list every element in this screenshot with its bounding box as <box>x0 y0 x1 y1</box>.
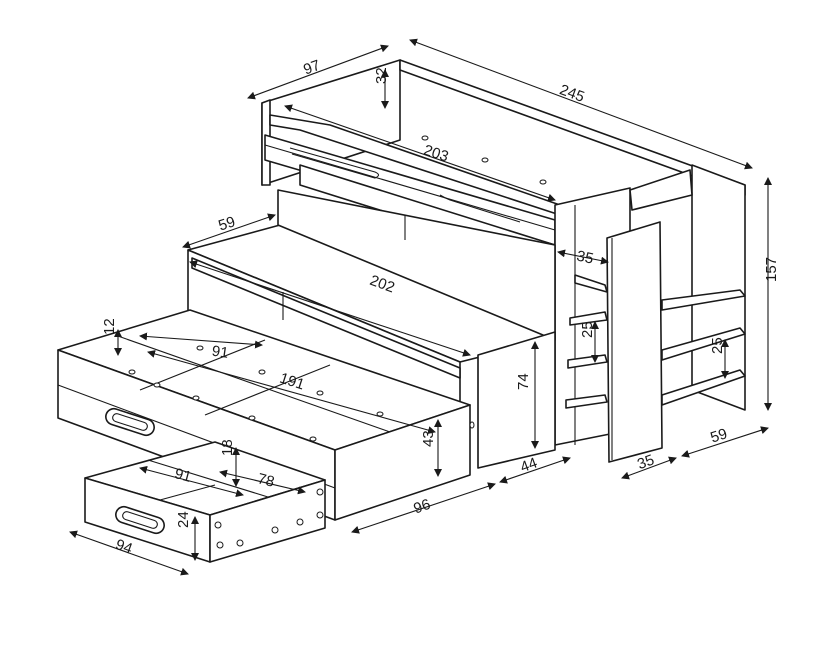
label-shelf-unit-depth: 59 <box>708 425 729 446</box>
label-column-width: 35 <box>575 247 595 267</box>
label-mid-depth: 59 <box>216 213 237 234</box>
label-shelf-spacing-left: 25 <box>579 321 596 338</box>
label-total-height: 157 <box>763 257 780 282</box>
label-drawer-inner-width: 91 <box>211 343 230 362</box>
dimension-lines <box>69 38 772 576</box>
label-small-drawer-height: 24 <box>175 511 192 528</box>
label-drawer-length: 191 <box>277 370 306 394</box>
label-bottom-length: 96 <box>411 496 432 518</box>
label-small-drawer-length: 94 <box>113 536 134 558</box>
label-shelf-unit-width: 35 <box>635 451 656 473</box>
label-small-drawer-depth: 78 <box>256 470 276 491</box>
label-shelf-spacing-right: 25 <box>709 337 726 354</box>
label-small-drawer-width: 91 <box>173 465 194 486</box>
label-small-drawer-inner-height: 18 <box>219 439 236 456</box>
label-drawer-height-left: 12 <box>101 318 118 335</box>
label-cabinet-height: 74 <box>515 373 532 390</box>
dimension-labels: 97 245 32 203 59 202 157 35 25 25 12 91 … <box>101 57 780 558</box>
label-inner-length-top: 203 <box>421 142 450 166</box>
label-guard-height: 32 <box>373 67 390 84</box>
label-top-depth: 97 <box>301 57 322 79</box>
label-cabinet-width: 44 <box>518 454 539 476</box>
label-top-length: 245 <box>557 81 586 106</box>
label-bottom-height: 43 <box>420 430 437 447</box>
